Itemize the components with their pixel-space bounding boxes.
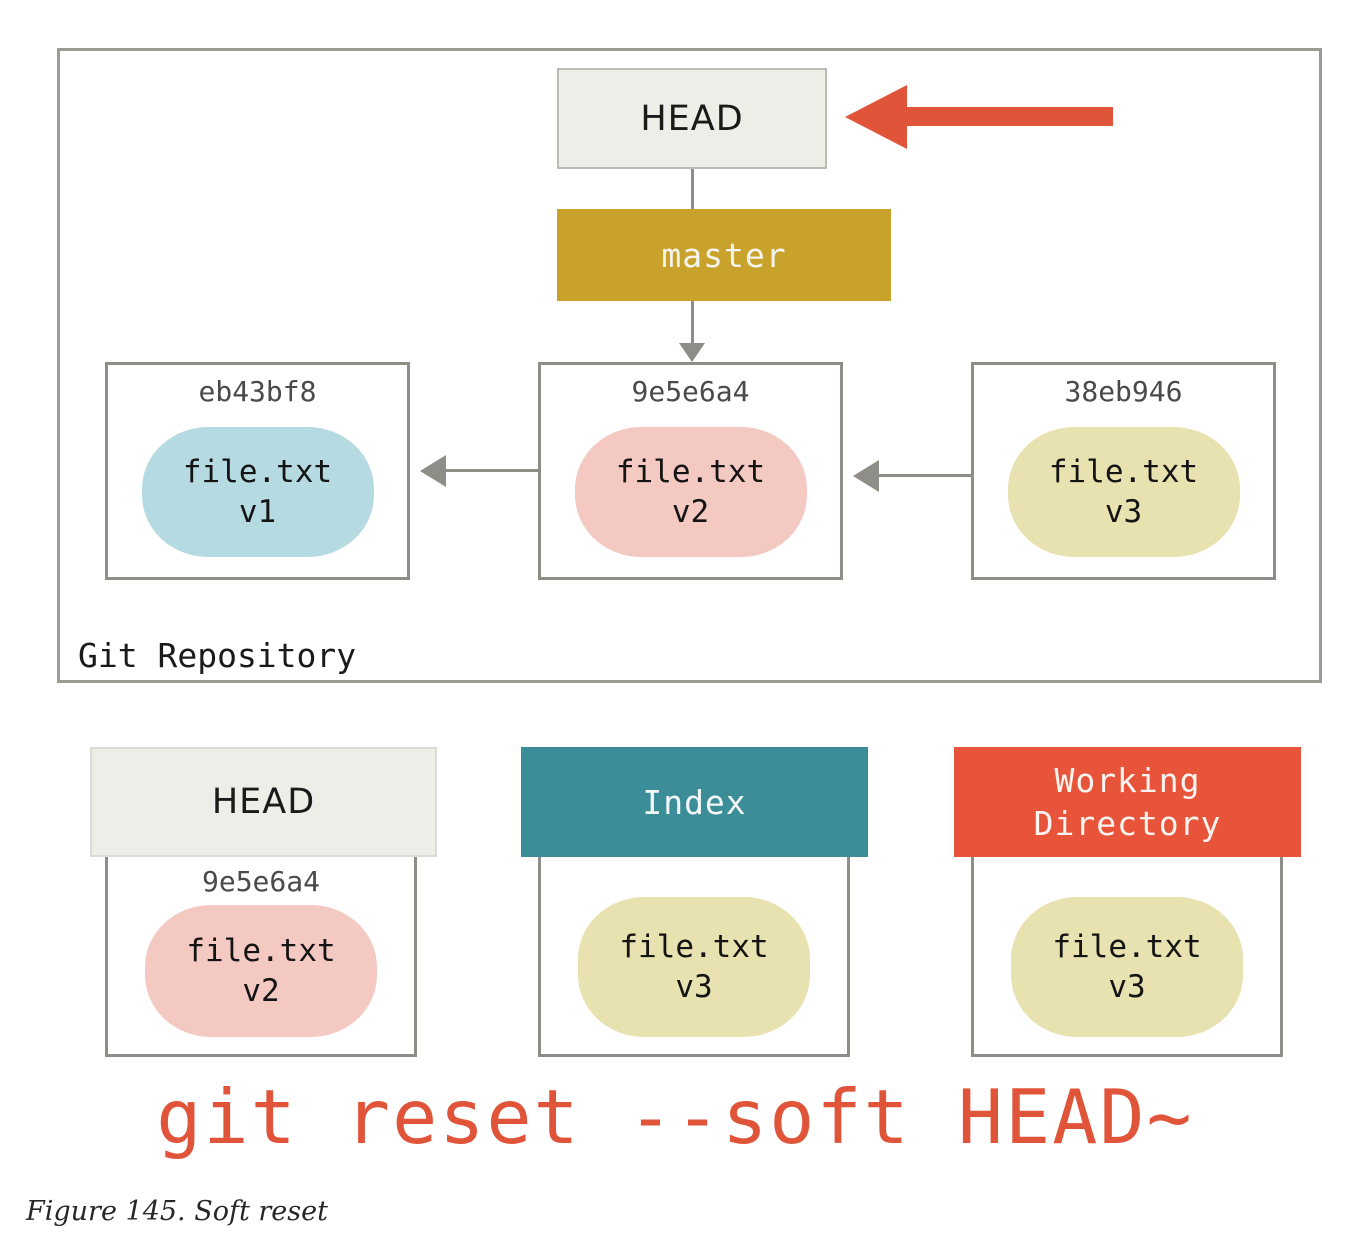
area-blob: file.txt v3 bbox=[1011, 897, 1243, 1037]
commit-link-3-to-2 bbox=[879, 474, 971, 477]
git-command-text: git reset --soft HEAD~ bbox=[156, 1073, 1194, 1161]
blob-filename: file.txt bbox=[1052, 929, 1202, 965]
area-blob: file.txt v2 bbox=[145, 905, 377, 1037]
area-header-working-directory[interactable]: Working Directory bbox=[954, 747, 1301, 857]
blob-version: v2 bbox=[671, 494, 710, 530]
commit-hash: 9e5e6a4 bbox=[631, 375, 750, 408]
blob-version: v1 bbox=[238, 494, 277, 530]
blob-version: v3 bbox=[1108, 969, 1146, 1005]
commit-blob: file.txt v3 bbox=[1007, 427, 1240, 557]
commit-blob: file.txt v1 bbox=[141, 427, 374, 557]
blob-version: v3 bbox=[675, 969, 713, 1005]
head-to-master-connector bbox=[691, 169, 694, 211]
commit-link-2-to-1 bbox=[446, 469, 538, 472]
red-arrow-shaft bbox=[905, 107, 1113, 126]
area-title-line2: Directory bbox=[1033, 804, 1222, 843]
commit-link-3-to-2-arrowhead bbox=[853, 460, 879, 492]
commit-hash: 38eb946 bbox=[1064, 375, 1183, 408]
commit-box-9e5e6a4[interactable]: 9e5e6a4 file.txt v2 bbox=[538, 362, 843, 580]
head-pointer-box[interactable]: HEAD bbox=[557, 68, 827, 169]
area-header-head[interactable]: HEAD bbox=[90, 747, 437, 857]
area-header-index[interactable]: Index bbox=[521, 747, 868, 857]
commit-link-2-to-1-arrowhead bbox=[420, 455, 446, 487]
blob-version: v2 bbox=[242, 973, 280, 1009]
area-blob: file.txt v3 bbox=[578, 897, 810, 1037]
commit-box-eb43bf8[interactable]: eb43bf8 file.txt v1 bbox=[105, 362, 410, 580]
blob-filename: file.txt bbox=[1048, 454, 1199, 490]
master-branch-label: master bbox=[661, 235, 787, 275]
area-title: HEAD bbox=[211, 781, 316, 822]
git-repository-frame bbox=[57, 48, 1322, 683]
master-to-commit-arrowhead bbox=[679, 343, 705, 362]
area-title: Index bbox=[642, 782, 747, 822]
commit-hash: eb43bf8 bbox=[198, 375, 317, 408]
figure-caption: Figure 145. Soft reset bbox=[26, 1196, 328, 1227]
master-to-commit-connector bbox=[691, 301, 694, 345]
area-body-head[interactable]: 9e5e6a4 file.txt v2 bbox=[105, 857, 417, 1057]
area-body-working-directory[interactable]: file.txt v3 bbox=[971, 857, 1283, 1057]
blob-filename: file.txt bbox=[615, 454, 766, 490]
git-repository-label: Git Repository bbox=[74, 636, 361, 676]
red-arrow-head-icon bbox=[845, 85, 907, 149]
area-body-index[interactable]: file.txt v3 bbox=[538, 857, 850, 1057]
head-pointer-label: HEAD bbox=[640, 98, 744, 139]
master-branch-box[interactable]: master bbox=[557, 209, 891, 301]
area-commit-hash: 9e5e6a4 bbox=[201, 865, 320, 898]
commit-box-38eb946[interactable]: 38eb946 file.txt v3 bbox=[971, 362, 1276, 580]
commit-blob: file.txt v2 bbox=[574, 427, 807, 557]
blob-filename: file.txt bbox=[186, 933, 336, 969]
area-title-line1: Working bbox=[1054, 761, 1201, 800]
blob-filename: file.txt bbox=[619, 929, 769, 965]
blob-version: v3 bbox=[1104, 494, 1143, 530]
blob-filename: file.txt bbox=[182, 454, 333, 490]
